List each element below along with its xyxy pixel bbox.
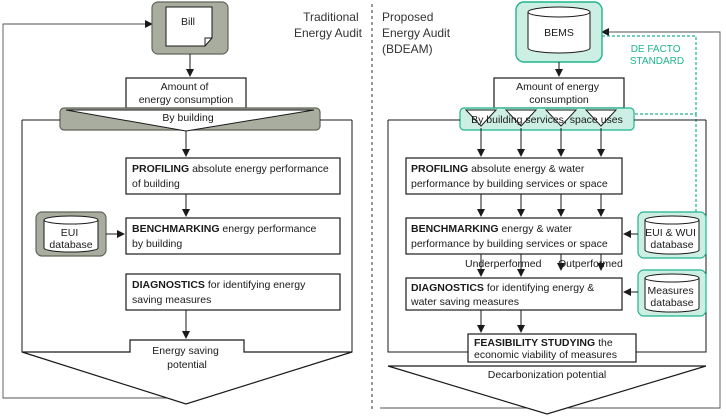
right-container-right: [636, 120, 707, 353]
proposed-diagnostics-box: DIAGNOSTICS for identifying energy & wat…: [405, 277, 623, 311]
outperformed-label: Outperformed: [558, 258, 623, 270]
feasibility-box: FEASIBILITY STUDYING the economic viabil…: [467, 333, 637, 363]
eui-wui-database: EUI & WUI database: [637, 211, 707, 259]
split-by-services: By building services, space uses: [459, 107, 635, 131]
svg-text:BENCHMARKING energy & water: BENCHMARKING energy & water: [411, 223, 573, 235]
traditional-title: Traditional Energy Audit: [294, 10, 363, 40]
feedback-loop-line: [2, 20, 186, 399]
traditional-audit-section: Traditional Energy Audit Bill Amount of …: [2, 1, 363, 405]
split-by-building: By building: [59, 107, 321, 132]
diagnostics-bold: DIAGNOSTICS: [132, 279, 205, 291]
proposed-loop-line: [540, 28, 721, 409]
bems-source: BEMS: [515, 1, 603, 63]
amount-label: Amount of energy consumption: [139, 81, 234, 106]
bill-label: Bill: [181, 16, 195, 28]
eui-wui-database-label: EUI & WUI database: [645, 227, 699, 251]
feasibility-bold: FEASIBILITY STUDYING: [474, 337, 595, 349]
benchmarking-bold: BENCHMARKING: [132, 223, 220, 235]
proposed-diagnostics-line2: water saving measures: [410, 296, 519, 308]
eui-database-label: EUI database: [49, 227, 92, 251]
split-services-label: By building services, space uses: [471, 114, 623, 126]
proposed-title: Proposed Energy Audit (BDEAM): [382, 10, 453, 56]
measures-database: Measures database: [637, 269, 707, 317]
proposed-benchmarking-line2: performance by building services or spac…: [411, 238, 608, 250]
bill-source: Bill: [151, 1, 229, 55]
svg-text:DIAGNOSTICS for identifying en: DIAGNOSTICS for identifying energy: [132, 279, 306, 291]
svg-text:DIAGNOSTICS for identifying en: DIAGNOSTICS for identifying energy &: [411, 282, 594, 294]
decarbonization-output: Decarbonization potential: [387, 365, 707, 415]
de-facto-standard-label: DE FACTO STANDARD: [630, 44, 684, 67]
svg-text:FEASIBILITY STUDYING the: FEASIBILITY STUDYING the: [474, 337, 613, 349]
proposed-benchmarking-box: BENCHMARKING energy & water performance …: [405, 217, 623, 255]
eui-database: EUI database: [35, 211, 107, 257]
split-label: By building: [162, 112, 214, 124]
output-label: Energy saving potential: [152, 345, 221, 371]
proposed-benchmarking-bold: BENCHMARKING: [411, 223, 499, 235]
proposed-diagnostics-bold: DIAGNOSTICS: [411, 282, 484, 294]
proposed-profiling-box: PROFILING absolute energy & water perfor…: [405, 157, 623, 195]
benchmarking-box: BENCHMARKING energy performance by build…: [125, 217, 341, 255]
profiling-box: PROFILING absolute energy performance of…: [125, 157, 341, 195]
underperformed-label: Underperformed: [465, 258, 542, 270]
bems-label: BEMS: [544, 27, 574, 39]
proposed-profiling-line2: performance by building services or spac…: [411, 178, 608, 190]
diagnostics-line2: saving measures: [132, 294, 211, 306]
measures-database-label: Measures database: [647, 285, 696, 309]
proposed-amount-label: Amount of energy consumption: [516, 81, 602, 106]
proposed-amount-box: Amount of energy consumption: [493, 77, 625, 109]
svg-text:BENCHMARKING energy performanc: BENCHMARKING energy performance: [132, 223, 317, 235]
standard-link: [602, 35, 697, 115]
svg-text:PROFILING absolute energy & wa: PROFILING absolute energy & water: [411, 163, 585, 175]
proposed-profiling-bold: PROFILING: [411, 163, 468, 175]
energy-saving-output: Energy saving potential: [21, 339, 353, 405]
proposed-audit-section: Proposed Energy Audit (BDEAM) BEMS DE FA…: [380, 1, 721, 415]
profiling-bold: PROFILING: [132, 163, 189, 175]
right-container-left: [387, 120, 468, 353]
svg-text:PROFILING absolute energy perf: PROFILING absolute energy performance: [132, 163, 329, 175]
diagnostics-box: DIAGNOSTICS for identifying energy savin…: [125, 273, 341, 311]
amount-box: Amount of energy consumption: [125, 77, 247, 109]
profiling-line2: of building: [132, 178, 180, 190]
feasibility-line2: economic viability of measures: [474, 349, 617, 361]
decarbonization-label: Decarbonization potential: [488, 369, 607, 381]
benchmarking-line2: by building: [132, 238, 182, 250]
